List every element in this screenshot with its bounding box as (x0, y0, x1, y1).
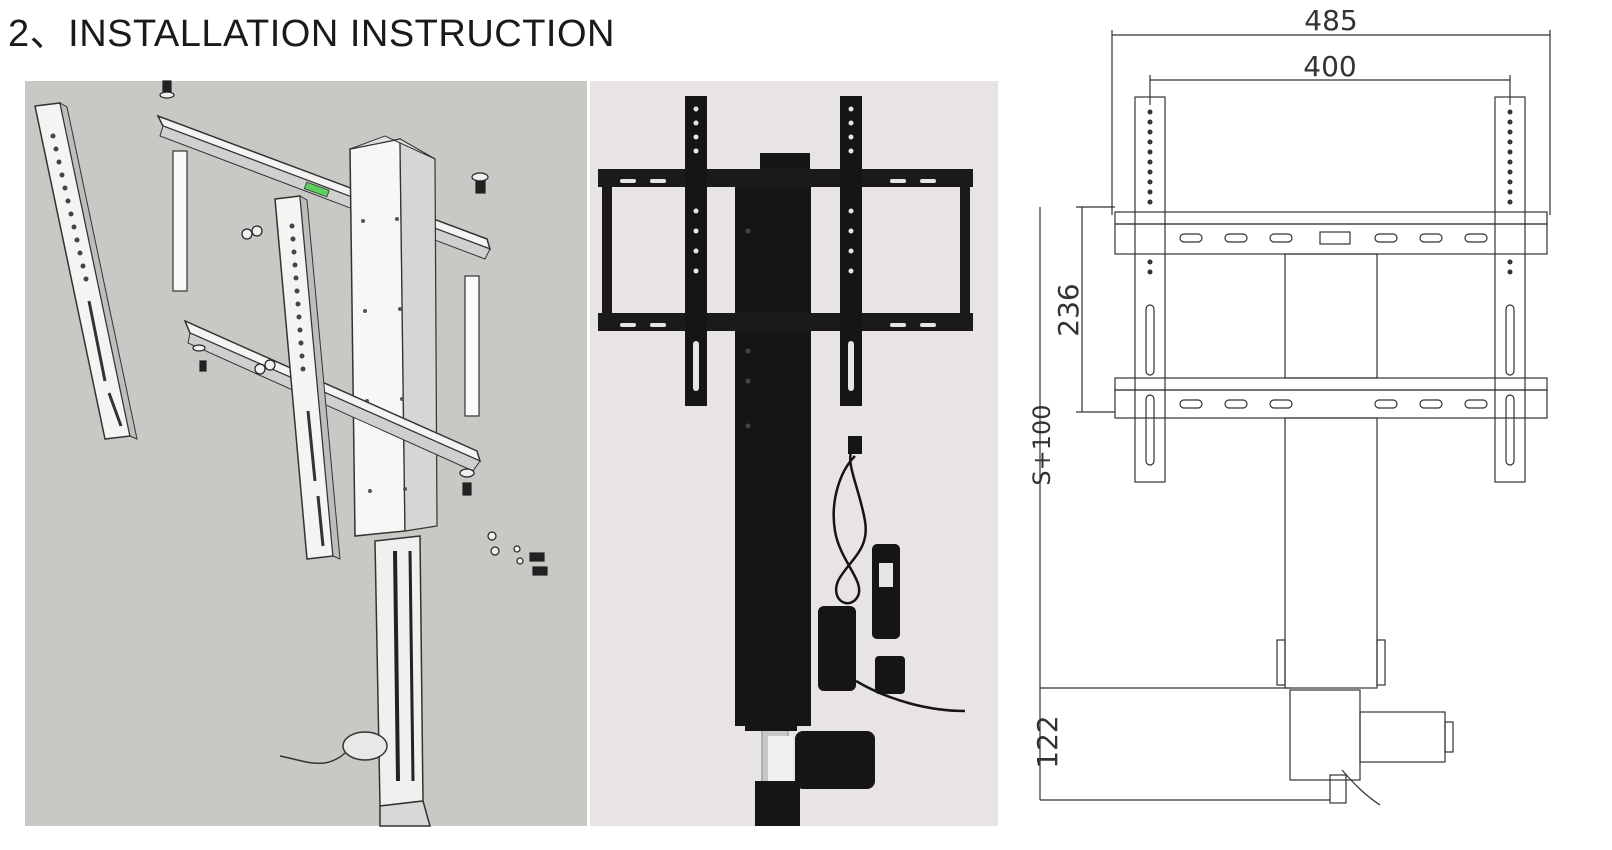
top-rail-photo (598, 169, 973, 187)
bottom-rail-photo (598, 313, 973, 331)
motor-photo (755, 781, 800, 826)
exploded-view-svg (34, 80, 548, 827)
top-crossbar (156, 114, 492, 260)
remote-control (872, 544, 900, 639)
power-adapter (818, 606, 856, 691)
product-photo-svg (598, 96, 973, 826)
motor-render (342, 731, 388, 761)
hardware-parts (159, 80, 548, 576)
left-arm-drawing (1134, 96, 1166, 483)
dimension-485: 485 (1304, 4, 1357, 37)
right-arm-drawing (1494, 96, 1526, 483)
spirit-level (303, 181, 330, 198)
product-photo-illustration (590, 81, 998, 826)
dimension-122: 122 (1031, 715, 1064, 768)
dimension-400: 400 (1303, 50, 1356, 83)
technical-drawing-svg: 485 400 236 S+100 122 (1028, 4, 1551, 806)
power-cord (832, 450, 867, 605)
page-title: 2、INSTALLATION INSTRUCTION (8, 13, 615, 55)
lift-column-drawing (1284, 253, 1378, 379)
motor-drawing (1289, 689, 1361, 781)
remote-holder (875, 656, 905, 694)
dimension-stroke: S+100 (1028, 404, 1056, 485)
right-vesa-arm (274, 195, 341, 560)
dimension-236: 236 (1052, 283, 1085, 336)
spacer-tube (464, 275, 480, 417)
spirit-level-drawing (1319, 231, 1351, 245)
left-vesa-arm (34, 102, 138, 440)
lift-column-photo (735, 176, 811, 726)
spacer-tube (172, 150, 188, 292)
exploded-view-illustration (25, 80, 587, 827)
technical-drawing: 485 400 236 S+100 122 (1028, 0, 1612, 850)
